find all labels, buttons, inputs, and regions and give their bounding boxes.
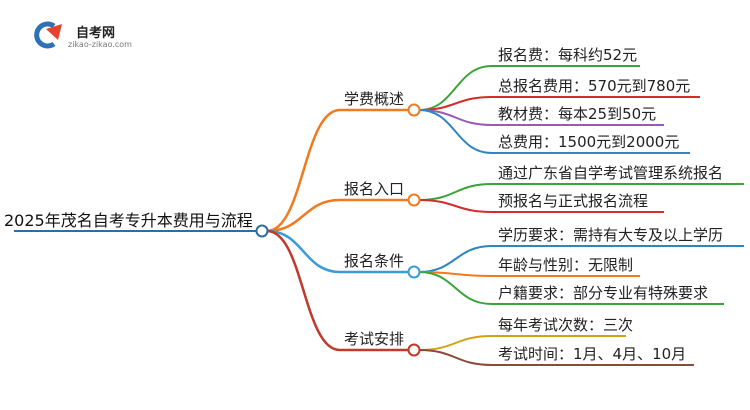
logo-subtitle: zikao-zikao.com xyxy=(68,40,132,49)
leaf-label: 每年考试次数：三次 xyxy=(498,316,634,334)
leaf-label: 年龄与性别：无限制 xyxy=(498,256,634,274)
logo-title: 自考网 xyxy=(76,26,116,41)
logo-icon xyxy=(34,21,62,49)
root-topic: 2025年茂名自考专升本费用与流程 xyxy=(4,211,253,230)
branch-node xyxy=(407,343,421,357)
branch-connector xyxy=(266,198,341,233)
leaf-label: 户籍要求：部分专业有特殊要求 xyxy=(498,284,709,302)
leaf-label: 考试时间：1月、4月、10月 xyxy=(498,345,687,363)
leaf-connector xyxy=(418,245,493,273)
leaf-label: 报名费：每科约52元 xyxy=(498,46,638,64)
branch-connector xyxy=(266,108,341,233)
leaf-connector xyxy=(418,183,493,201)
branch-label: 报名入口 xyxy=(344,180,405,198)
leaf-connector xyxy=(418,271,493,305)
leaf-label: 通过广东省自学考试管理系统报名 xyxy=(498,164,724,182)
leaf-connector xyxy=(418,109,493,154)
leaf-label: 教材费：每本25到50元 xyxy=(498,105,657,123)
branch-node xyxy=(407,265,421,279)
leaf-label: 总报名费用：570元到780元 xyxy=(498,77,691,95)
leaf-connector xyxy=(418,349,493,366)
leaf-connector xyxy=(418,65,493,111)
branch-label: 考试安排 xyxy=(344,330,405,348)
leaf-label: 学历要求：需持有大专及以上学历 xyxy=(498,226,724,244)
leaf-connector xyxy=(418,335,493,351)
leaf-label: 预报名与正式报名流程 xyxy=(498,192,649,210)
branch-node xyxy=(407,193,421,207)
leaf-connector xyxy=(418,199,493,213)
logo: 自考网 zikao-zikao.com xyxy=(32,20,152,50)
branch-connector xyxy=(266,229,341,274)
branch-connector xyxy=(266,229,341,352)
root-node xyxy=(255,224,269,238)
branch-label: 报名条件 xyxy=(344,252,405,270)
branch-node xyxy=(407,103,421,117)
branch-label: 学费概述 xyxy=(344,90,405,108)
leaf-label: 总费用：1500元到2000元 xyxy=(498,133,680,151)
